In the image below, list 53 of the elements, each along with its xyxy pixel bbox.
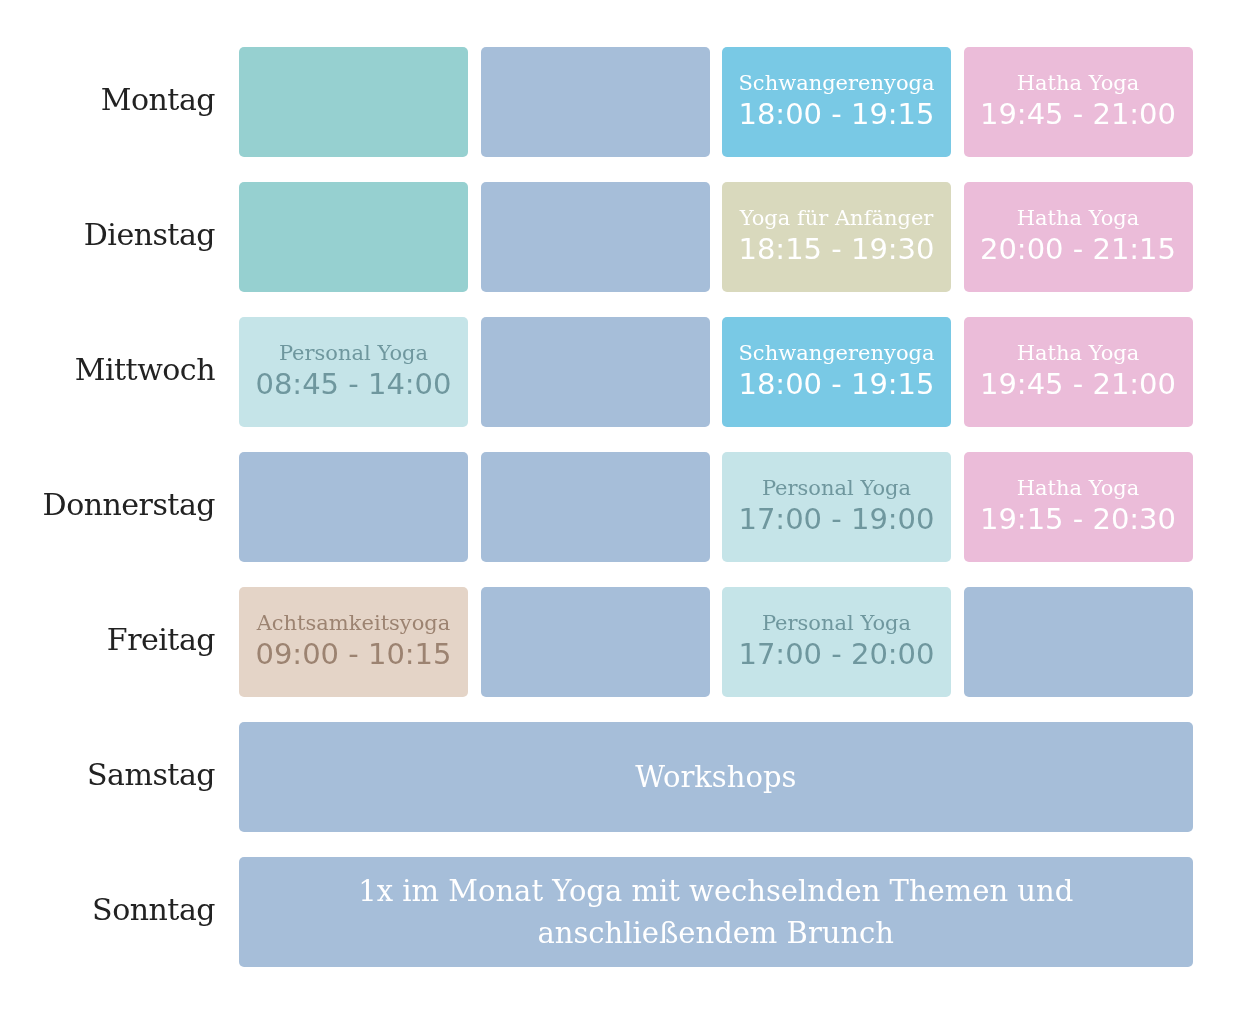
empty-slot [963,587,1193,697]
class-slot [963,182,1193,292]
day-label: Mittwoch [73,352,215,387]
class-name: Personal Yoga [761,476,912,502]
class-name: Hatha Yoga [1016,71,1140,97]
class-time: 20:00 - 21:15 [979,231,1177,268]
day-label: Montag [99,82,215,117]
class-time: 17:00 - 19:00 [738,501,935,538]
class-time: 19:45 - 21:00 [979,96,1177,133]
empty-slot [480,587,710,697]
class-time: 17:00 - 20:00 [738,636,935,673]
class-time: 09:00 - 10:15 [255,636,452,673]
event-description: Workshops [635,758,797,796]
class-name: Yoga für Anfänger [739,206,934,232]
class-slot [963,452,1193,562]
class-slot [722,182,951,292]
class-time: 18:00 - 19:15 [738,96,935,133]
empty-slot [239,182,468,292]
class-name: Personal Yoga [761,611,912,637]
class-slot [722,452,951,562]
day-label: Samstag [86,757,215,792]
event-description: 1x im Monat Yoga mit wechselnden Themen und anschließendem Brunch [357,872,1075,952]
class-slot [239,587,468,697]
empty-slot [480,47,710,157]
class-name: Personal Yoga [278,341,429,367]
class-slot [239,857,1193,967]
day-label: Freitag [105,622,215,657]
empty-slot [480,452,710,562]
class-slot [963,47,1193,157]
class-name: Hatha Yoga [1016,206,1140,232]
empty-slot [480,317,710,427]
empty-slot [239,452,468,562]
class-time: 18:15 - 19:30 [738,231,935,268]
class-name: Achtsamkeitsyoga [256,611,451,637]
day-label: Dienstag [82,217,215,252]
class-time: 08:45 - 14:00 [255,366,452,403]
class-name: Hatha Yoga [1016,476,1140,502]
class-name: Schwangerenyoga [738,71,935,97]
class-time: 18:00 - 19:15 [738,366,935,403]
class-slot [722,317,951,427]
empty-slot [480,182,710,292]
day-label: Sonntag [91,892,215,927]
day-label: Donnerstag [41,487,215,522]
class-time: 19:15 - 20:30 [979,501,1177,538]
empty-slot [239,47,468,157]
class-slot [722,47,951,157]
class-slot [239,722,1193,832]
class-slot [722,587,951,697]
class-slot [963,317,1193,427]
class-slot [239,317,468,427]
class-name: Hatha Yoga [1016,341,1140,367]
class-time: 19:45 - 21:00 [979,366,1177,403]
class-name: Schwangerenyoga [738,341,935,367]
